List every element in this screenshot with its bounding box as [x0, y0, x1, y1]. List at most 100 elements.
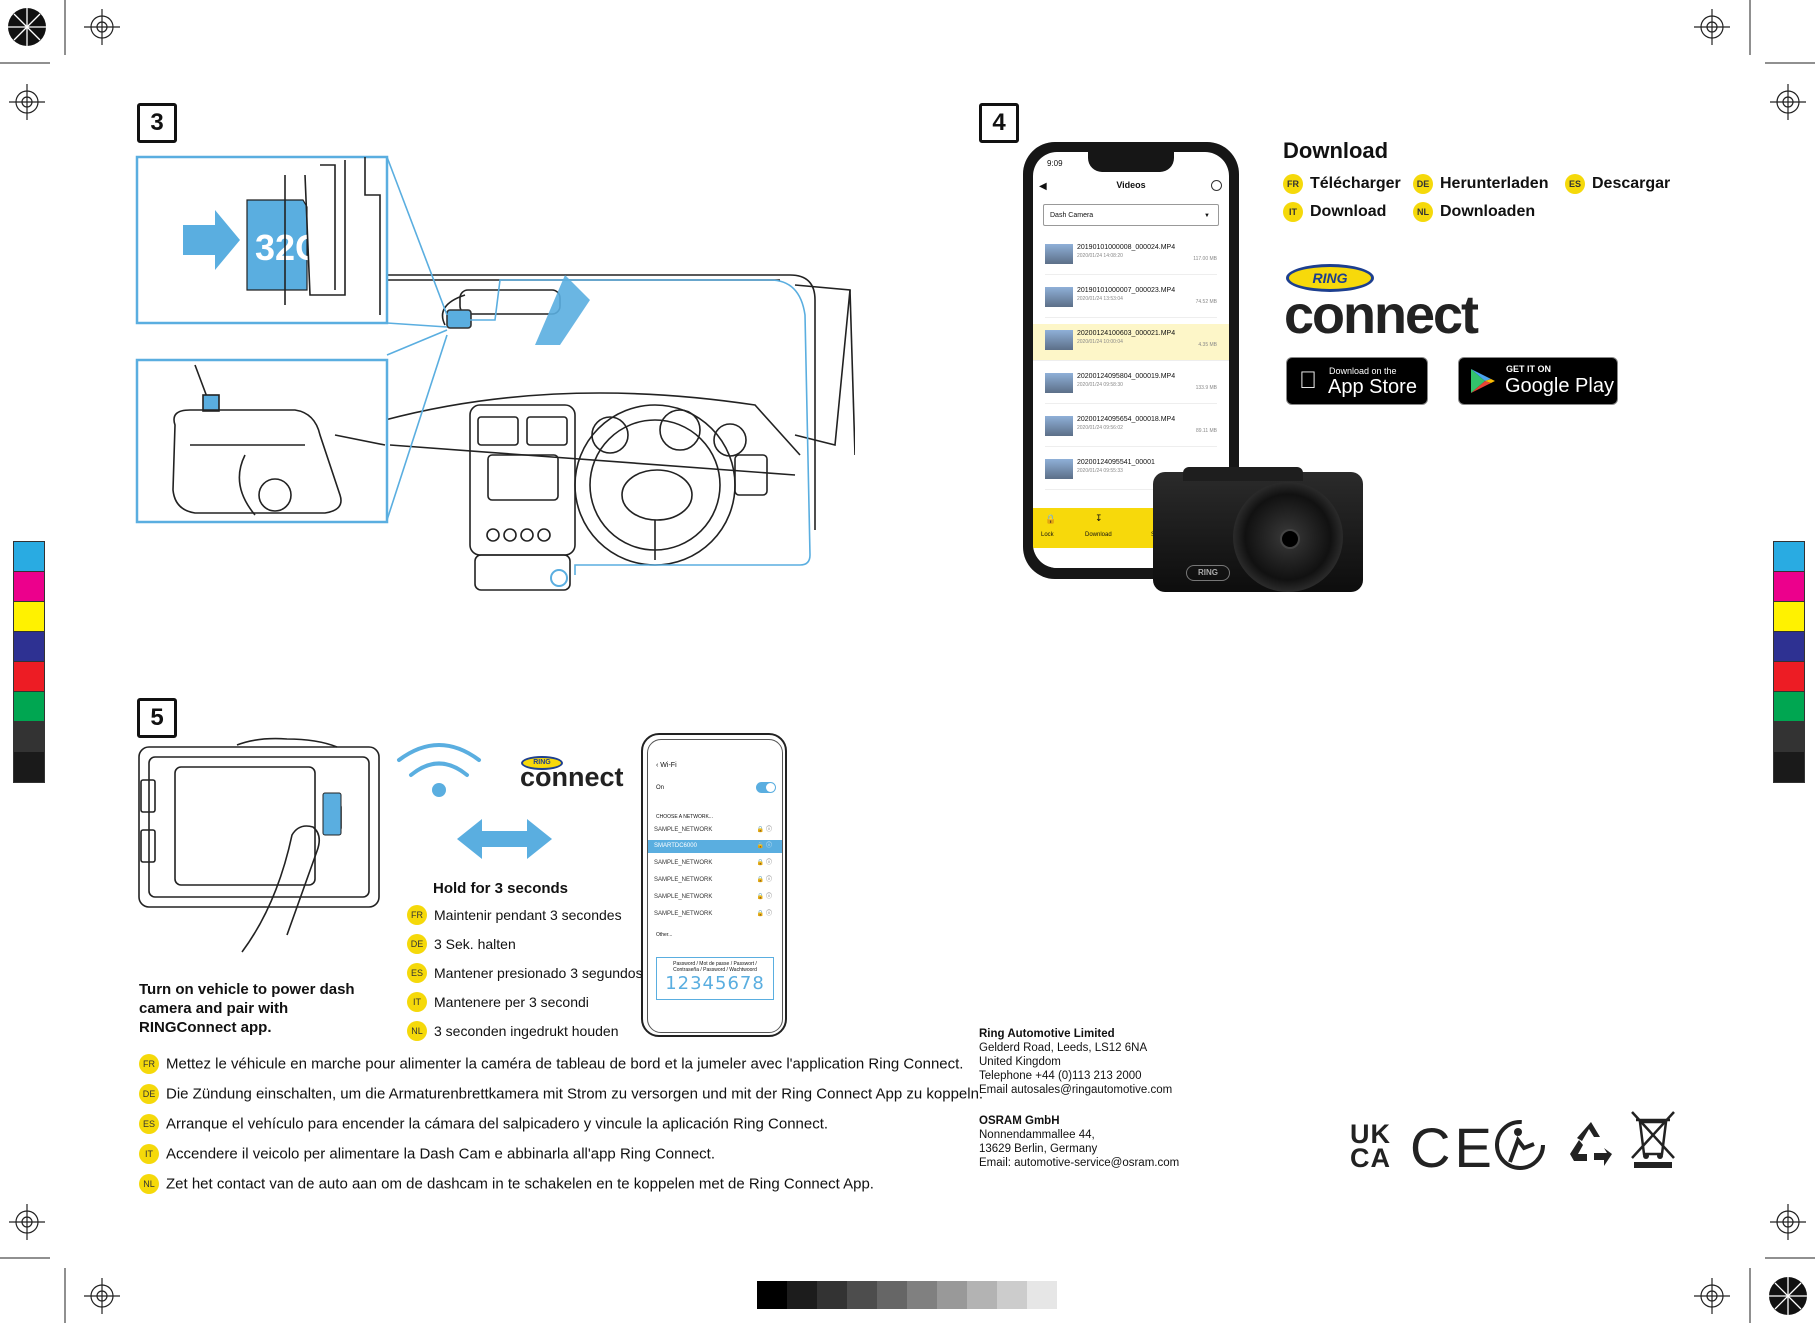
- video-file-row[interactable]: 20200124095804_000019.MP4 2020/01/24 09:…: [1045, 367, 1217, 404]
- lang-badge-es: ES: [139, 1114, 159, 1134]
- video-file-row[interactable]: 20190101000008_000024.MP4 2020/01/24 14:…: [1045, 238, 1217, 275]
- app-store-big-text: App Store: [1328, 376, 1417, 398]
- file-date: 2020/01/24 14:08:20: [1077, 253, 1123, 259]
- file-date: 2020/01/24 09:56:02: [1077, 425, 1123, 431]
- network-row[interactable]: SAMPLE_NETWORK🔒 ⓘ: [654, 874, 776, 887]
- email-line: Email: automotive-service@osram.com: [979, 1157, 1180, 1169]
- download-it: IT Download: [1283, 202, 1386, 222]
- camera-dropdown[interactable]: Dash Camera ▼: [1043, 204, 1219, 226]
- network-name: SMARTDC6000: [654, 843, 697, 849]
- address-osram: OSRAM GmbH Nonnendammallee 44, 13629 Ber…: [979, 1114, 1179, 1170]
- caption-line: RINGConnect app.: [139, 1019, 272, 1036]
- file-name: 20190101000007_000023.MP4: [1077, 287, 1176, 294]
- lang-badge-fr: FR: [1283, 174, 1303, 194]
- google-play-big-text: Google Play: [1505, 375, 1614, 397]
- lang-badge-it: IT: [1283, 202, 1303, 222]
- wifi-back-label[interactable]: ‹ Wi-Fi: [656, 762, 677, 769]
- lang-badge-de: DE: [139, 1084, 159, 1104]
- chevron-down-icon: ▼: [1204, 213, 1210, 219]
- video-file-row-selected[interactable]: 20200124100603_000021.MP4 2020/01/24 10:…: [1033, 324, 1229, 361]
- download-es: ES Descargar: [1565, 174, 1670, 194]
- network-row[interactable]: SAMPLE_NETWORK🔒 ⓘ: [654, 824, 776, 837]
- password-label: Password / Mot de passe / Passwort /: [673, 961, 757, 967]
- phone-wifi-settings: ‹ Wi-Fi On CHOOSE A NETWORK... SAMPLE_NE…: [641, 733, 787, 1037]
- wifi-toggle[interactable]: [756, 782, 776, 793]
- hold-de-text: 3 Sek. halten: [434, 936, 516, 952]
- email-line: Email autosales@ringautomotive.com: [979, 1084, 1173, 1096]
- network-row-selected[interactable]: SMARTDC6000🔒 ⓘ: [648, 840, 782, 853]
- connect-logo-small: connect: [520, 762, 624, 792]
- other-network-label[interactable]: Other...: [656, 932, 673, 938]
- download-es-text: Descargar: [1592, 175, 1671, 192]
- network-row[interactable]: SAMPLE_NETWORK🔒 ⓘ: [654, 891, 776, 904]
- google-play-button[interactable]: GET IT ON Google Play: [1458, 357, 1618, 405]
- lock-wifi-info-icon: 🔒 ⓘ: [756, 894, 772, 900]
- video-thumbnail: [1045, 459, 1073, 479]
- network-name: SAMPLE_NETWORK: [654, 860, 713, 866]
- app-store-small-text: Download on the: [1329, 366, 1397, 376]
- status-time: 9:09: [1047, 159, 1063, 168]
- video-file-row[interactable]: 20200124095654_000018.MP4 2020/01/24 09:…: [1045, 410, 1217, 447]
- company-name: Ring Automotive Limited: [979, 1028, 1115, 1040]
- file-name: 20200124095804_000019.MP4: [1077, 373, 1176, 380]
- step5-caption: Turn on vehicle to power dash camera and…: [139, 980, 355, 1037]
- tidyman-recycle-icon: [1495, 1120, 1545, 1170]
- company-name: OSRAM GmbH: [979, 1115, 1060, 1127]
- download-de-text: Herunterladen: [1440, 175, 1549, 192]
- video-thumbnail: [1045, 373, 1073, 393]
- videos-title: Videos: [1116, 180, 1146, 190]
- settings-icon[interactable]: [1211, 180, 1222, 191]
- back-icon[interactable]: ◀: [1039, 181, 1047, 192]
- caption-line: Turn on vehicle to power dash: [139, 981, 355, 998]
- ring-logo-small: RING: [521, 756, 563, 770]
- download-tab-label[interactable]: Download: [1085, 532, 1112, 538]
- translation-fr-text: Mettez le véhicule en marche pour alimen…: [166, 1055, 964, 1073]
- recycle-icon: [1570, 1122, 1612, 1166]
- chevron-left-icon: ‹: [656, 762, 659, 769]
- network-row[interactable]: SAMPLE_NETWORK🔒 ⓘ: [654, 857, 776, 870]
- step-3-number: 3: [137, 103, 177, 143]
- lang-badge-nl: NL: [139, 1174, 159, 1194]
- hold-fr-text: Maintenir pendant 3 secondes: [434, 907, 622, 923]
- lang-badge-es: ES: [407, 963, 427, 983]
- gray-scale-bar: [757, 1281, 1057, 1309]
- video-thumbnail: [1045, 416, 1073, 436]
- weee-bin-icon: [1631, 1111, 1675, 1168]
- lock-tab-label[interactable]: Lock: [1041, 532, 1054, 538]
- file-size: 133.9 MB: [1195, 385, 1217, 391]
- app-store-button[interactable]:  Download on the App Store: [1286, 357, 1428, 405]
- video-file-row[interactable]: 20190101000007_000023.MP4 2020/01/24 13:…: [1045, 281, 1217, 318]
- lock-icon[interactable]: 🔒: [1045, 514, 1057, 524]
- ring-logo: RING: [1286, 264, 1374, 292]
- translation-es-text: Arranque el vehículo para encender la cá…: [166, 1115, 829, 1133]
- address-line: Gelderd Road, Leeds, LS12 6NA: [979, 1042, 1148, 1054]
- file-size: 117.00 MB: [1193, 256, 1217, 262]
- download-icon[interactable]: ↧: [1095, 513, 1103, 523]
- password-box[interactable]: Password / Mot de passe / Passwort / Con…: [656, 957, 774, 1000]
- file-name: 20200124095654_000018.MP4: [1077, 416, 1176, 423]
- file-date: 2020/01/24 09:55:33: [1077, 468, 1123, 474]
- password-value: 12345678: [665, 973, 765, 994]
- wifi-on-label: On: [656, 785, 665, 791]
- video-file-row[interactable]: 20200124095541_00001 2020/01/24 09:55:33: [1045, 453, 1217, 490]
- file-name: 20190101000008_000024.MP4: [1077, 244, 1176, 251]
- network-name: SAMPLE_NETWORK: [654, 827, 713, 833]
- step-5-number: 5: [137, 698, 177, 738]
- video-thumbnail: [1045, 287, 1073, 307]
- translation-de-text: Die Zündung einschalten, um die Armature…: [166, 1085, 984, 1103]
- lang-badge-es: ES: [1565, 174, 1585, 194]
- translation-it-text: Accendere il veicolo per alimentare la D…: [166, 1145, 715, 1163]
- connect-logo: connect: [1284, 285, 1479, 345]
- network-row[interactable]: SAMPLE_NETWORK🔒 ⓘ: [654, 908, 776, 921]
- video-thumbnail: [1045, 330, 1073, 350]
- address-line: Nonnendammallee 44,: [979, 1129, 1095, 1141]
- camera-dropdown-value: Dash Camera: [1050, 212, 1094, 219]
- address-line: 13629 Berlin, Germany: [979, 1143, 1098, 1155]
- ukca-bottom: CA: [1350, 1143, 1391, 1173]
- download-it-text: Download: [1310, 203, 1387, 220]
- ukca-mark: UK CA: [1350, 1121, 1391, 1173]
- google-play-icon: [1471, 369, 1495, 393]
